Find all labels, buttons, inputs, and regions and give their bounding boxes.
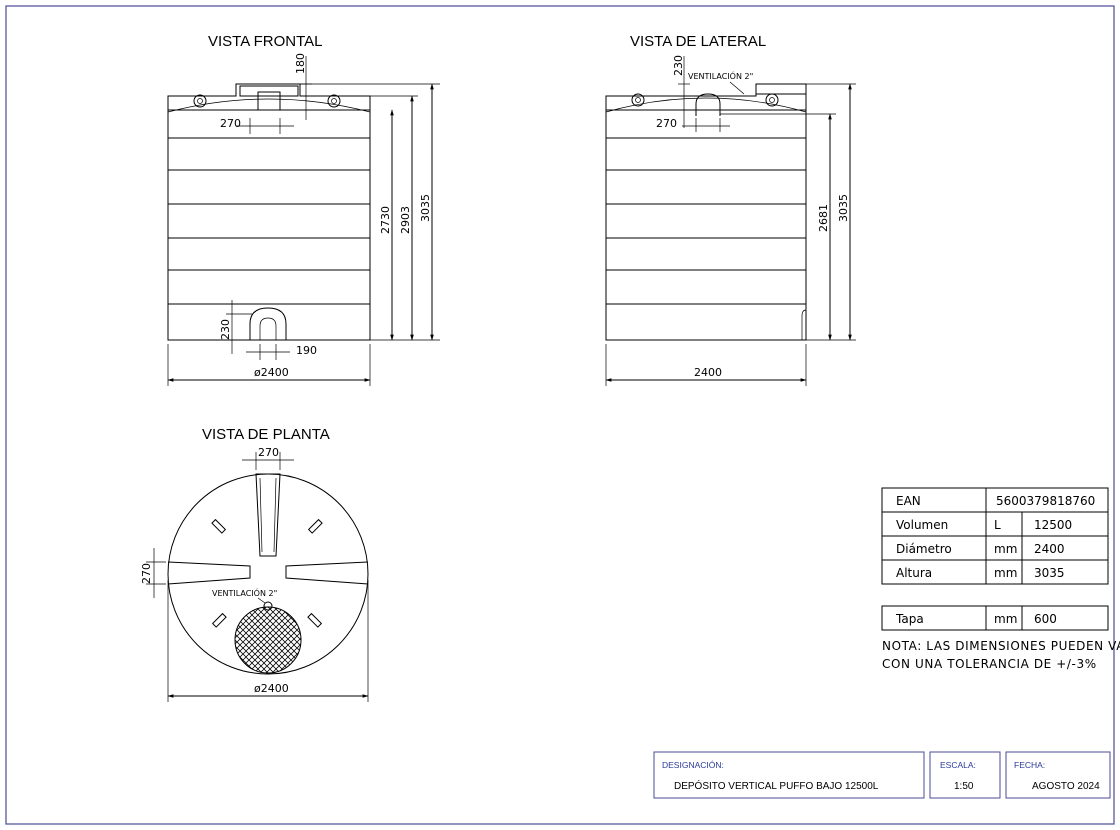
plan-vent-label: VENTILACIÓN 2" xyxy=(212,587,277,598)
plan-dim-diameter: ø2400 xyxy=(254,682,289,695)
front-dim-outlet-height: 230 xyxy=(219,319,232,340)
title-block-date-value: AGOSTO 2024 xyxy=(1032,781,1100,792)
plan-vent xyxy=(263,601,273,611)
front-dim-lid-height: 180 xyxy=(294,53,307,74)
spec-row-label: EAN xyxy=(896,494,921,508)
side-dim-width: 2400 xyxy=(694,366,722,379)
side-dim-height-total: 3035 xyxy=(837,194,850,222)
plan-view-title: VISTA DE PLANTA xyxy=(202,426,330,443)
side-tank-body xyxy=(605,109,807,341)
spec-note-line1: NOTA: LAS DIMENSIONES PUEDEN VARIAR xyxy=(882,639,1120,653)
plan-manway xyxy=(234,606,302,674)
spec-row-label: Diámetro xyxy=(896,542,952,556)
front-dim-outlet-width: 190 xyxy=(296,344,317,357)
side-view: VISTA DE LATERAL VENTILACIÓN 2" 230 270 … xyxy=(605,33,856,386)
side-dim-top-height: 230 xyxy=(672,55,685,76)
side-view-title: VISTA DE LATERAL xyxy=(630,33,766,50)
title-block-designation-label: DESIGNACIÓN: xyxy=(662,760,724,770)
front-tank-body xyxy=(167,109,371,341)
front-dim-lid-width: 270 xyxy=(220,117,241,130)
spec-table: EAN 5600379818760 Volumen L 12500 Diámet… xyxy=(881,487,1120,671)
title-block-scale-value: 1:50 xyxy=(954,781,974,792)
side-dim-lid-width: 270 xyxy=(656,117,677,130)
title-block-scale-label: ESCALA: xyxy=(940,760,976,770)
spec-row-unit: mm xyxy=(994,542,1017,556)
title-block-date-label: FECHA: xyxy=(1014,760,1045,770)
plan-dim-side-width: 270 xyxy=(140,563,153,584)
spec-row-value: 3035 xyxy=(1034,566,1065,580)
spec-row-value: 5600379818760 xyxy=(996,494,1095,508)
spec-lid-value: 600 xyxy=(1034,612,1057,626)
side-vent-label: VENTILACIÓN 2" xyxy=(688,70,753,81)
plan-dim-top-width: 270 xyxy=(258,446,279,459)
spec-row-value: 12500 xyxy=(1034,518,1072,532)
side-dim-height-1: 2681 xyxy=(817,204,830,232)
spec-row-value: 2400 xyxy=(1034,542,1065,556)
front-dim-height-2: 2903 xyxy=(399,206,412,234)
front-outlet xyxy=(249,307,287,340)
spec-note-line2: CON UNA TOLERANCIA DE +/-3% xyxy=(882,657,1097,671)
title-block-designation-value: DEPÓSITO VERTICAL PUFFO BAJO 12500L xyxy=(674,779,879,792)
sheet-frame xyxy=(5,5,1115,825)
plan-view: VISTA DE PLANTA VENTILACIÓN 2" 270 270 ø… xyxy=(140,426,369,702)
front-dim-height-1: 2730 xyxy=(379,206,392,234)
spec-row-label: Altura xyxy=(896,566,932,580)
front-dim-height-total: 3035 xyxy=(419,194,432,222)
spec-row-unit: mm xyxy=(994,566,1017,580)
spec-row-unit: L xyxy=(994,518,1001,532)
front-view-title: VISTA FRONTAL xyxy=(208,33,322,50)
spec-lid-unit: mm xyxy=(994,612,1017,626)
spec-lid-label: Tapa xyxy=(895,612,924,626)
title-block: DESIGNACIÓN: DEPÓSITO VERTICAL PUFFO BAJ… xyxy=(653,751,1111,799)
spec-row-label: Volumen xyxy=(896,518,948,532)
side-vent xyxy=(695,93,721,116)
front-dim-diameter: ø2400 xyxy=(254,366,289,379)
front-view: VISTA FRONTAL 270 180 2730 2903 3035 xyxy=(167,33,440,386)
